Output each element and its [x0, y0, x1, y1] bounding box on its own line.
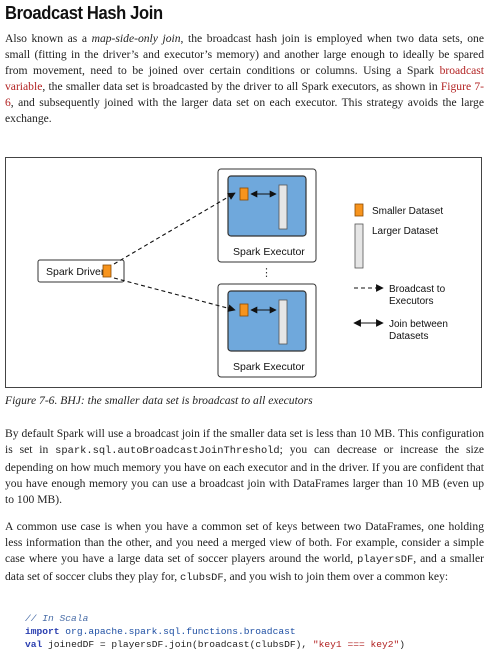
bhj-diagram: Spark Driver Spark Executor ⋮ Spark Exec…	[37, 168, 448, 378]
driver-smaller-dataset	[102, 264, 112, 278]
legend-broadcast-label-2: Executors	[389, 296, 433, 307]
executor-top-larger-dataset	[278, 184, 288, 230]
legend-smaller-label: Smaller Dataset	[372, 206, 443, 217]
figure-frame: Spark Driver Spark Executor ⋮ Spark Exec…	[5, 157, 482, 388]
executor-top-inner	[227, 175, 307, 237]
broadcast-arrow-top	[113, 192, 236, 265]
legend-join-label-1: Join between	[389, 319, 448, 330]
legend-larger-label: Larger Dataset	[372, 226, 438, 237]
executor-bottom-inner	[227, 290, 307, 352]
legend-smaller-swatch	[354, 203, 364, 217]
scala-code-block: // In Scala import org.apache.spark.sql.…	[25, 612, 405, 651]
code-close-paren: )	[399, 639, 406, 650]
code-val-name: joinedDF	[42, 639, 95, 650]
executor-bottom-smaller-dataset	[239, 303, 249, 317]
intro-paragraph: Also known as a map-side-only join, the …	[5, 32, 484, 125]
code-import-path: org.apache.spark.sql.functions.broadcast	[59, 626, 296, 637]
code-import-keyword: import	[25, 626, 60, 637]
config-key-code: spark.sql.autoBroadcastJoinThreshold	[55, 444, 280, 457]
legend-larger-swatch	[354, 223, 364, 269]
code-string-literal: "key1 === key2"	[312, 639, 400, 650]
legend-join-label-2: Datasets	[389, 331, 428, 342]
code-val-keyword: val	[25, 639, 43, 650]
use-case-paragraph: A common use case is when you have a com…	[5, 520, 484, 584]
players-df-code: playersDF	[357, 553, 414, 566]
emphasis-term: map-side-only join	[91, 32, 181, 45]
code-equals: =	[94, 639, 112, 650]
broadcast-variable-link[interactable]: broadcast variable	[5, 63, 484, 93]
figure-reference-link[interactable]: Figure 7-6	[5, 79, 484, 109]
threshold-paragraph: By default Spark will use a broadcast jo…	[5, 427, 484, 506]
clubs-df-code: clubsDF	[180, 571, 224, 584]
spark-driver-label: Spark Driver	[46, 266, 105, 278]
executor-ellipsis: ⋮	[261, 267, 272, 279]
executor-bottom-larger-dataset	[278, 299, 288, 345]
code-comment: // In Scala	[25, 613, 89, 624]
executor-bottom-label: Spark Executor	[233, 361, 305, 373]
legend-broadcast-label-1: Broadcast to	[389, 284, 446, 295]
code-expression: playersDF.join(broadcast(clubsDF),	[111, 639, 313, 650]
executor-top-smaller-dataset	[239, 187, 249, 201]
broadcast-arrow-bottom	[113, 277, 236, 312]
figure-caption: Figure 7-6. BHJ: the smaller data set is…	[5, 394, 313, 407]
section-title: Broadcast Hash Join	[5, 3, 163, 23]
executor-top-label: Spark Executor	[233, 246, 305, 258]
spark-driver-box	[37, 259, 125, 283]
